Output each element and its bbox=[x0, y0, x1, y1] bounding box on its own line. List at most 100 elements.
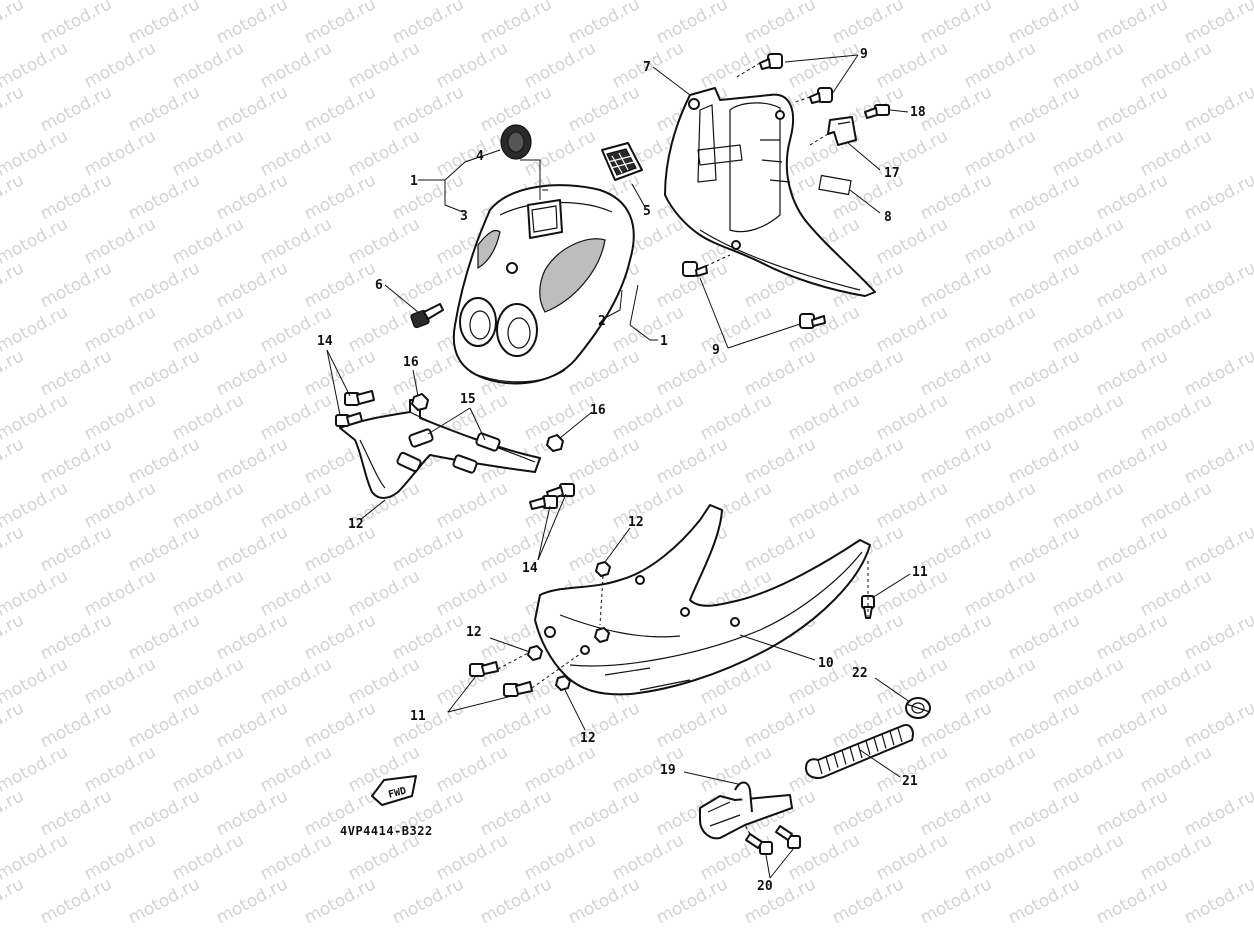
nuts-16[interactable] bbox=[411, 393, 564, 452]
watermark-text: motod.ru bbox=[961, 126, 1039, 180]
watermark-text: motod.ru bbox=[301, 82, 379, 136]
watermark-text: motod.ru bbox=[1093, 698, 1171, 752]
watermark-text: motod.ru bbox=[169, 214, 247, 268]
nuts-12[interactable] bbox=[527, 561, 611, 691]
watermark-text: motod.ru bbox=[37, 258, 115, 312]
watermark-text: motod.ru bbox=[1181, 698, 1254, 752]
watermark-text: motod.ru bbox=[565, 434, 643, 488]
watermark-text: motod.ru bbox=[1093, 874, 1171, 928]
watermark-text: motod.ru bbox=[389, 874, 467, 928]
watermark-text: motod.ru bbox=[0, 654, 71, 708]
watermark-text: motod.ru bbox=[125, 434, 203, 488]
watermark-text: motod.ru bbox=[0, 478, 71, 532]
callout-18: 18 bbox=[910, 105, 926, 120]
bolts-15[interactable] bbox=[396, 428, 501, 474]
callout-12: 12 bbox=[628, 515, 644, 530]
right-decal bbox=[539, 238, 606, 313]
watermark-text: motod.ru bbox=[1049, 302, 1127, 356]
watermark-text: motod.ru bbox=[169, 302, 247, 356]
grille-cover[interactable] bbox=[601, 142, 643, 181]
watermark-text: motod.ru bbox=[0, 214, 71, 268]
watermark-text: motod.ru bbox=[37, 0, 115, 48]
watermark-text: motod.ru bbox=[1181, 522, 1254, 576]
watermark-text: motod.ru bbox=[1049, 390, 1127, 444]
watermark-text: motod.ru bbox=[785, 478, 863, 532]
watermark-text: motod.ru bbox=[1049, 566, 1127, 620]
callout-12: 12 bbox=[348, 517, 364, 532]
watermark-text: motod.ru bbox=[81, 654, 159, 708]
watermark-text: motod.ru bbox=[1005, 434, 1083, 488]
screws-11[interactable] bbox=[469, 595, 875, 697]
watermark-text: motod.ru bbox=[1093, 170, 1171, 224]
watermark-text: motod.ru bbox=[213, 874, 291, 928]
bolts-14[interactable] bbox=[335, 390, 575, 510]
front-cover[interactable] bbox=[452, 184, 635, 385]
watermark-text: motod.ru bbox=[1181, 82, 1254, 136]
watermark-text: motod.ru bbox=[257, 126, 335, 180]
caution-label[interactable] bbox=[818, 174, 852, 196]
watermark-text: motod.ru bbox=[125, 0, 203, 48]
cap-22[interactable] bbox=[905, 697, 931, 719]
callout-19: 19 bbox=[660, 763, 676, 778]
watermark-text: motod.ru bbox=[961, 566, 1039, 620]
watermark-text: motod.ru bbox=[0, 0, 27, 48]
callout-11: 11 bbox=[410, 709, 426, 724]
watermark-text: motod.ru bbox=[1049, 126, 1127, 180]
callout-15: 15 bbox=[460, 392, 476, 407]
watermark-text: motod.ru bbox=[0, 522, 27, 576]
callout-11: 11 bbox=[912, 565, 928, 580]
watermark-text: motod.ru bbox=[389, 610, 467, 664]
watermark-text: motod.ru bbox=[81, 566, 159, 620]
emblem-badge[interactable] bbox=[500, 124, 532, 160]
watermark-text: motod.ru bbox=[1005, 874, 1083, 928]
spring-21[interactable] bbox=[805, 724, 914, 779]
watermark-text: motod.ru bbox=[0, 390, 71, 444]
watermark-text: motod.ru bbox=[565, 874, 643, 928]
watermark-text: motod.ru bbox=[81, 126, 159, 180]
screw-6[interactable] bbox=[410, 303, 444, 329]
callout-3: 3 bbox=[460, 209, 468, 224]
watermark-text: motod.ru bbox=[169, 478, 247, 532]
callout-21: 21 bbox=[902, 774, 918, 789]
watermark-text: motod.ru bbox=[169, 38, 247, 92]
watermark-text: motod.ru bbox=[0, 346, 27, 400]
screw-18[interactable] bbox=[864, 104, 890, 119]
watermark-text: motod.ru bbox=[81, 302, 159, 356]
screws-9[interactable] bbox=[682, 53, 833, 329]
watermark-text: motod.ru bbox=[1005, 786, 1083, 840]
watermark-text: motod.ru bbox=[565, 82, 643, 136]
watermark-text: motod.ru bbox=[917, 258, 995, 312]
watermark-text: motod.ru bbox=[1181, 346, 1254, 400]
watermark-text: motod.ru bbox=[917, 874, 995, 928]
watermark-text: motod.ru bbox=[829, 434, 907, 488]
watermark-text: motod.ru bbox=[697, 390, 775, 444]
watermark-text: motod.ru bbox=[433, 126, 511, 180]
callout-10: 10 bbox=[818, 656, 834, 671]
watermark-text: motod.ru bbox=[37, 82, 115, 136]
watermark-text: motod.ru bbox=[873, 302, 951, 356]
watermark-text: motod.ru bbox=[1005, 82, 1083, 136]
watermark-text: motod.ru bbox=[1181, 0, 1254, 48]
watermark-text: motod.ru bbox=[1137, 478, 1215, 532]
bolts-20[interactable] bbox=[745, 825, 801, 855]
callout-1: 1 bbox=[660, 334, 668, 349]
watermark-text: motod.ru bbox=[257, 214, 335, 268]
watermark-text: motod.ru bbox=[565, 0, 643, 48]
watermark-text: motod.ru bbox=[301, 170, 379, 224]
callout-16: 16 bbox=[590, 403, 606, 418]
stand-bracket[interactable] bbox=[699, 781, 793, 840]
watermark-text: motod.ru bbox=[169, 126, 247, 180]
leader-lines bbox=[326, 54, 911, 879]
watermark-text: motod.ru bbox=[345, 654, 423, 708]
callout-16: 16 bbox=[403, 355, 419, 370]
watermark-text: motod.ru bbox=[1137, 302, 1215, 356]
fwd-label: FWD bbox=[387, 786, 407, 801]
watermark-text: motod.ru bbox=[1137, 38, 1215, 92]
inner-leg-shield[interactable] bbox=[664, 87, 876, 297]
under-cover[interactable] bbox=[534, 504, 871, 696]
watermark-text: motod.ru bbox=[1049, 38, 1127, 92]
watermark-text: motod.ru bbox=[1005, 0, 1083, 48]
watermark-text: motod.ru bbox=[169, 566, 247, 620]
watermark-text: motod.ru bbox=[301, 698, 379, 752]
